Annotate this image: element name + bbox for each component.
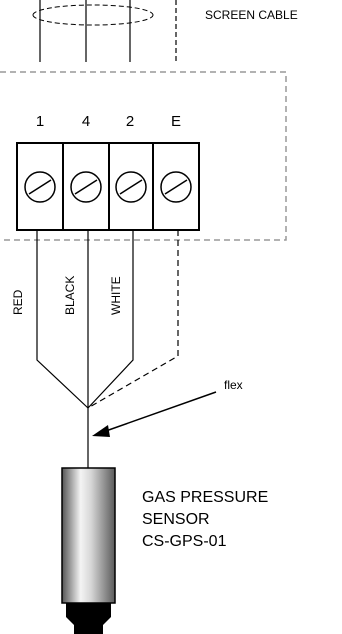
screw-icon (115, 171, 147, 203)
terminal-number-2: 2 (126, 113, 134, 130)
sensor-label-line2: SENSOR (142, 511, 210, 528)
screen-cable-label: SCREEN CABLE (205, 8, 298, 22)
wire-white (87, 230, 134, 409)
terminal-number-4: 4 (82, 113, 90, 130)
terminal-number-1: 1 (36, 113, 44, 130)
terminal-number-e: E (171, 113, 181, 130)
screen-cable (32, 0, 177, 62)
sensor-wires (36, 230, 179, 468)
enclosure-box (0, 71, 287, 241)
cable-ellipse-front (32, 14, 154, 26)
screw-icon (160, 171, 192, 203)
wire-label-white: WHITE (109, 276, 123, 315)
sensor-cylinder (61, 467, 116, 604)
terminal-block (16, 142, 200, 231)
screw-icon (70, 171, 102, 203)
wire-label-black: BLACK (63, 276, 77, 315)
wire-label-red: RED (11, 289, 25, 315)
gas-pressure-sensor (61, 467, 116, 634)
flex-arrow (92, 391, 217, 437)
wire-shield (87, 230, 179, 409)
wire-red (36, 230, 89, 409)
sensor-connector (66, 603, 111, 634)
sensor-label-line1: GAS PRESSURE (142, 489, 268, 506)
flex-label: flex (224, 378, 243, 392)
screw-icon (24, 171, 56, 203)
sensor-label-line3: CS-GPS-01 (142, 533, 227, 550)
cable-ellipse-back (32, 4, 154, 16)
